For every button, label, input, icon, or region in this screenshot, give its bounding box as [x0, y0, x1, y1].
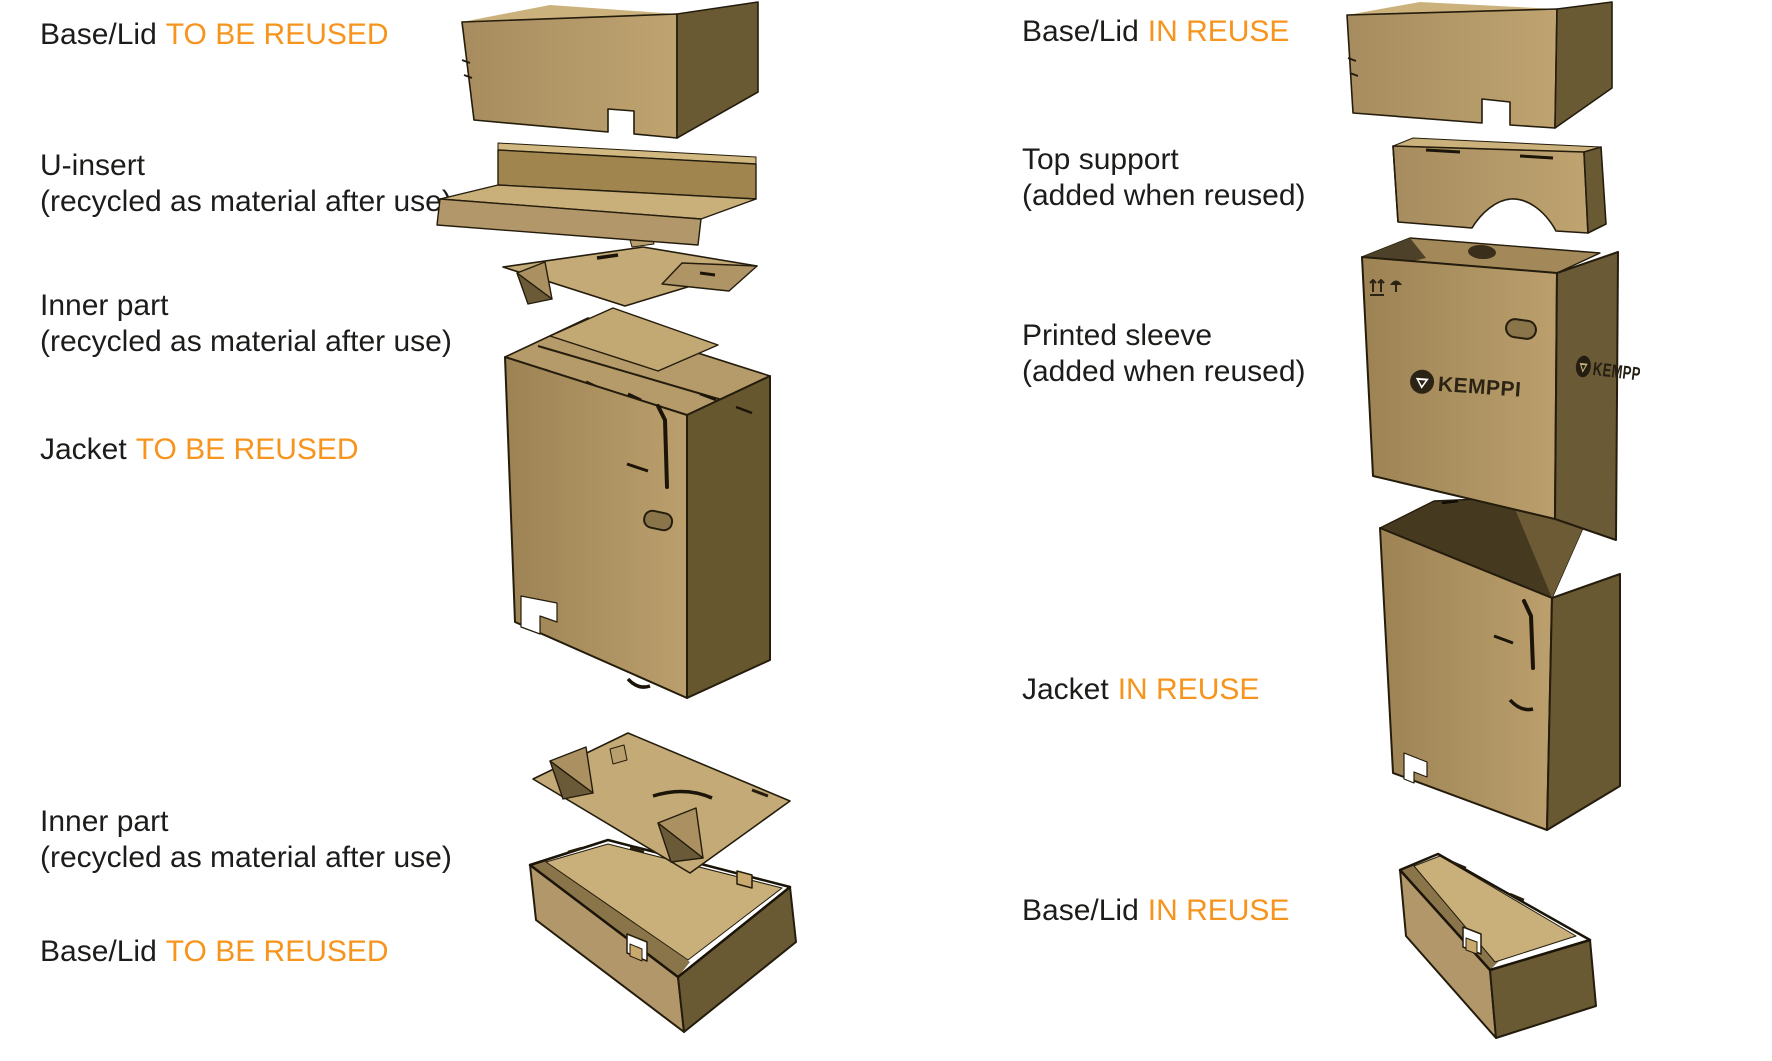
label-line2: (recycled as material after use) — [40, 841, 452, 874]
label-line1: U-insert — [40, 149, 146, 182]
label-highlight: IN REUSE — [1117, 673, 1260, 706]
jacket-bottom-notch — [1403, 752, 1428, 784]
left-u-insert — [436, 142, 757, 246]
left-base-lid-tray — [528, 838, 797, 1033]
label-text: Base/Lid — [40, 935, 157, 968]
label-highlight: TO BE REUSED — [165, 935, 389, 968]
label-line1: Top support — [1022, 143, 1179, 176]
right-jacket — [1379, 493, 1621, 831]
label-top-support: Top support (added when reused) — [1022, 142, 1306, 214]
right-base-lid-tray — [1398, 852, 1597, 1039]
kemppi-logo-front: KEMPPI — [1410, 369, 1522, 402]
right-printed-sleeve: KEMPPI KEMPPI — [1361, 237, 1640, 541]
left-inner-part-lower — [532, 732, 791, 874]
label-highlight: TO BE REUSED — [165, 18, 389, 51]
label-highlight: TO BE REUSED — [135, 433, 359, 466]
label-inner-part-lower: Inner part (recycled as material after u… — [40, 804, 452, 876]
label-u-insert: U-insert (recycled as material after use… — [40, 148, 452, 220]
left-stack-illustration — [436, 1, 797, 1033]
label-line2: (added when reused) — [1022, 179, 1306, 212]
label-text: Base/Lid — [40, 18, 157, 51]
right-base-lid-top-box — [1346, 1, 1613, 129]
label-inner-part-upper: Inner part (recycled as material after u… — [40, 288, 452, 360]
left-jacket — [504, 307, 771, 699]
label-highlight: IN REUSE — [1147, 15, 1290, 48]
label-text: Base/Lid — [1022, 15, 1139, 48]
label-line1: Printed sleeve — [1022, 319, 1213, 352]
label-line2: (added when reused) — [1022, 355, 1306, 388]
label-line2: (recycled as material after use) — [40, 185, 452, 218]
sleeve-side-handle-cutout — [1505, 318, 1537, 340]
left-inner-part-upper — [502, 236, 758, 307]
label-text: Jacket — [40, 433, 127, 466]
jacket-handle-cutout — [643, 509, 674, 532]
label-text: Base/Lid — [1022, 894, 1139, 927]
right-top-support — [1392, 137, 1607, 234]
label-text: Jacket — [1022, 673, 1109, 706]
label-line1: Inner part — [40, 805, 169, 838]
handling-symbols-icon — [1369, 279, 1402, 296]
jacket-bottom-notch — [520, 595, 558, 635]
label-line2: (recycled as material after use) — [40, 325, 452, 358]
sleeve-handle-hole — [1468, 244, 1496, 260]
right-stack-illustration: KEMPPI KEMPPI — [1346, 1, 1640, 1039]
left-base-lid-top-box — [461, 1, 759, 139]
label-highlight: IN REUSE — [1147, 894, 1290, 927]
label-printed-sleeve: Printed sleeve (added when reused) — [1022, 318, 1306, 390]
label-line1: Inner part — [40, 289, 169, 322]
